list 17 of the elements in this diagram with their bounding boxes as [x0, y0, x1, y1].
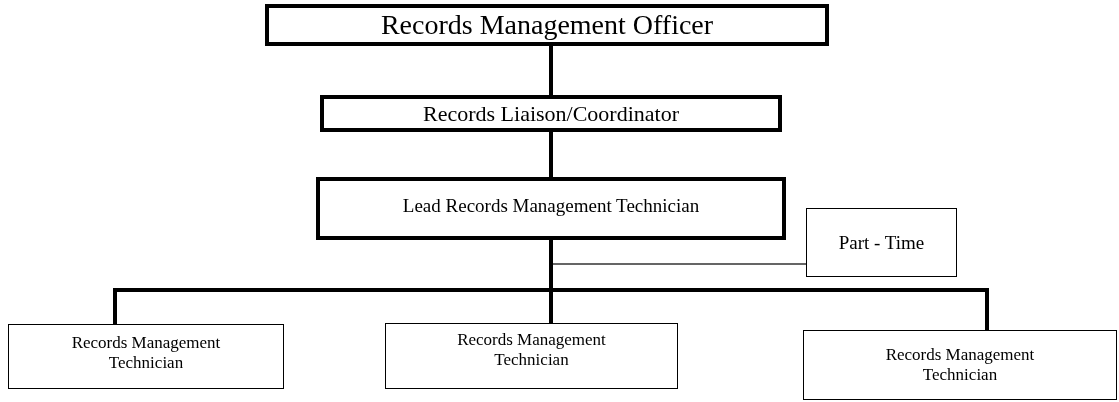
role-title: Part - Time: [838, 231, 925, 254]
org-chart-box: [320, 95, 782, 132]
role-title: Records Management Technician: [70, 332, 222, 373]
connector-line: [549, 46, 553, 95]
connector-line: [549, 132, 553, 177]
org-chart-box: [385, 323, 678, 389]
org-chart-box: [8, 324, 284, 389]
org-chart-box: [806, 208, 957, 277]
role-title: Lead Records Management Technician: [402, 194, 700, 217]
org-chart-box: [803, 330, 1117, 400]
role-title: Records Management Officer: [380, 8, 714, 42]
org-chart-box: [265, 4, 829, 46]
connector-line: [549, 240, 989, 330]
org-chart-box: [316, 177, 786, 240]
role-title: Records Liaison/Coordinator: [423, 100, 679, 127]
role-title: Records Management Technician: [456, 330, 607, 370]
role-title: Records Management Technician: [884, 345, 1036, 385]
